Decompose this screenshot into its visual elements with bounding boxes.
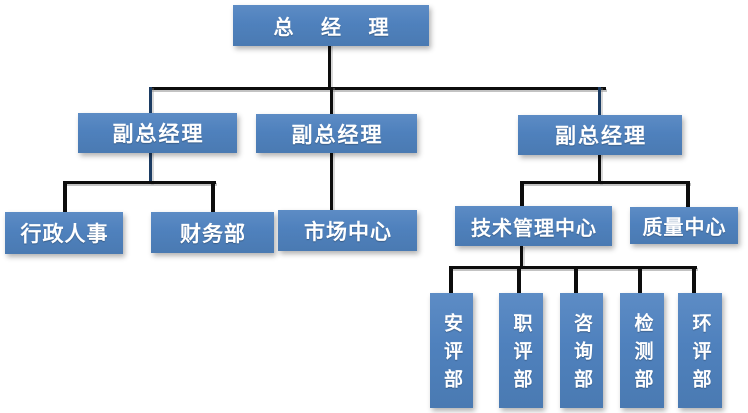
node-label-finance-dept: 财务部 xyxy=(180,222,246,246)
node-label-testing-dept: 检测部 xyxy=(631,313,653,397)
node-label-quality-center: 质量中心 xyxy=(642,217,727,239)
connector-right-group-horizontal xyxy=(520,181,690,184)
connector-level4-horizontal xyxy=(449,266,697,269)
node-deputy-gm-1[interactable]: 副总经理 xyxy=(78,113,237,153)
node-environmental-assessment-dept[interactable]: 环评部 xyxy=(678,293,722,408)
node-occupational-assessment-dept[interactable]: 职评部 xyxy=(499,293,543,408)
connector-dept2-stub xyxy=(517,266,521,294)
connector-gm-down xyxy=(328,45,331,90)
connector-finance-stub xyxy=(211,181,215,213)
node-general-manager[interactable]: 总 经 理 xyxy=(233,5,429,46)
connector-left-group-horizontal xyxy=(63,181,216,184)
node-consulting-dept[interactable]: 咨询部 xyxy=(560,293,603,408)
node-admin-hr[interactable]: 行政人事 xyxy=(5,212,123,254)
node-deputy-gm-3[interactable]: 副总经理 xyxy=(518,115,682,155)
node-label-admin-hr: 行政人事 xyxy=(20,223,109,246)
node-testing-dept[interactable]: 检测部 xyxy=(620,293,664,408)
node-label-safety-assessment-dept: 安评部 xyxy=(441,313,462,397)
node-finance-dept[interactable]: 财务部 xyxy=(151,212,274,253)
connector-dept4-stub xyxy=(638,266,642,294)
node-label-market-center: 市场中心 xyxy=(304,220,392,244)
connector-quality-stub xyxy=(686,181,690,208)
connector-vgm3-down xyxy=(598,154,601,184)
node-label-general-manager: 总 经 理 xyxy=(273,17,400,39)
node-label-environmental-assessment-dept: 环评部 xyxy=(689,313,711,397)
node-deputy-gm-2[interactable]: 副总经理 xyxy=(256,114,417,153)
connector-dept3-stub xyxy=(574,266,578,294)
node-label-deputy-gm-3: 副总经理 xyxy=(555,125,647,148)
node-safety-assessment-dept[interactable]: 安评部 xyxy=(430,293,473,408)
connector-vgm3-drop xyxy=(598,87,601,116)
node-tech-management-center[interactable]: 技术管理中心 xyxy=(455,206,612,246)
connector-dept1-stub xyxy=(449,266,453,294)
node-label-consulting-dept: 咨询部 xyxy=(571,313,592,397)
node-label-deputy-gm-1: 副总经理 xyxy=(112,123,205,146)
connector-tech-stub xyxy=(520,181,524,207)
node-quality-center[interactable]: 质量中心 xyxy=(630,207,738,244)
connector-tech-down xyxy=(520,246,523,268)
node-label-tech-management-center: 技术管理中心 xyxy=(471,217,597,240)
connector-level2-horizontal xyxy=(150,87,606,90)
connector-dept5-stub xyxy=(692,266,696,294)
connector-admin-stub xyxy=(63,181,67,213)
node-market-center[interactable]: 市场中心 xyxy=(278,210,417,251)
node-label-occupational-assessment-dept: 职评部 xyxy=(510,313,532,397)
node-label-deputy-gm-2: 副总经理 xyxy=(291,123,384,147)
